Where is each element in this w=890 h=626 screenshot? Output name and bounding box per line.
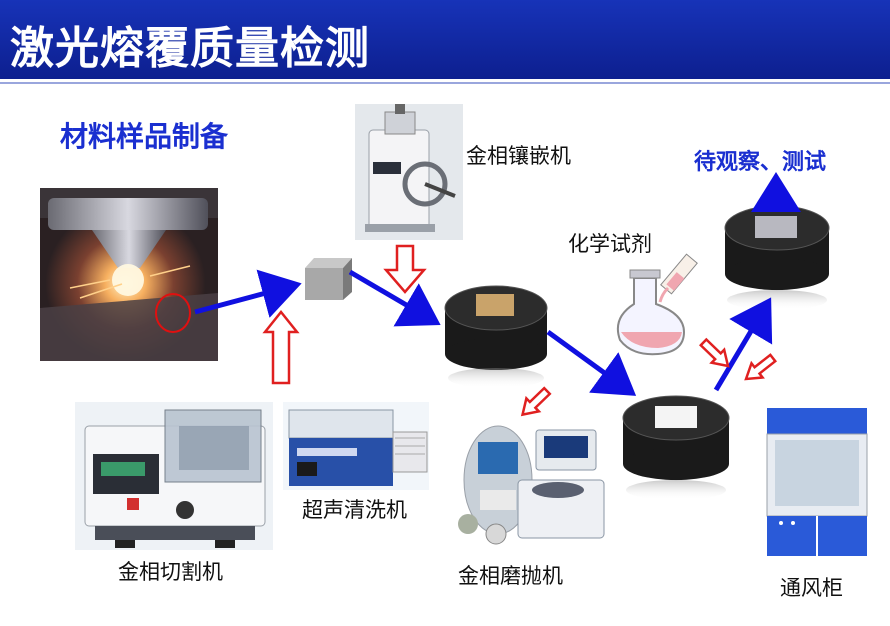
page-title: 激光熔覆质量检测 [10,23,370,74]
input-arrows [262,244,778,417]
arrow-cutter-input [262,309,300,385]
arrow-cut-to-sample [194,269,302,318]
arrow-reagent-input [698,337,730,368]
title-bar: 激光熔覆质量检测 [0,0,890,82]
arrow-mount-input [383,244,427,294]
etched-sample-puck [724,205,830,310]
label-chemical-reagent: 化学试剂 [568,232,652,256]
metallographic-polisher-photo [458,420,610,552]
fume-hood-photo [765,408,869,560]
label-ultrasonic-cleaner: 超声清洗机 [302,498,407,522]
ultrasonic-cleaner-photo [283,402,429,490]
arrow-mount-to-polish [546,329,637,396]
laser-cladding-photo [40,188,218,361]
polished-sample-puck [622,395,730,500]
mounting-press-photo [355,104,463,240]
metallographic-cutter-photo [75,402,273,550]
mounted-sample-puck [444,285,548,388]
label-metallographic-cutter: 金相切割机 [118,560,223,584]
label-mounting-press: 金相镶嵌机 [466,144,571,168]
section-title: 材料样品制备 [60,120,229,153]
label-metallographic-polisher: 金相磨抛机 [458,564,563,588]
flow-arrows [194,172,801,396]
arrow-hood-input [744,353,778,381]
label-observe-test: 待观察、测试 [694,150,827,175]
arrow-sample-to-mount [348,269,441,327]
label-fume-hood: 通风柜 [780,576,843,600]
arrow-polish-input [520,386,552,417]
chemical-reagent-photo [612,248,717,358]
arrow-polish-to-etch [713,297,773,392]
sample-block [305,258,352,300]
